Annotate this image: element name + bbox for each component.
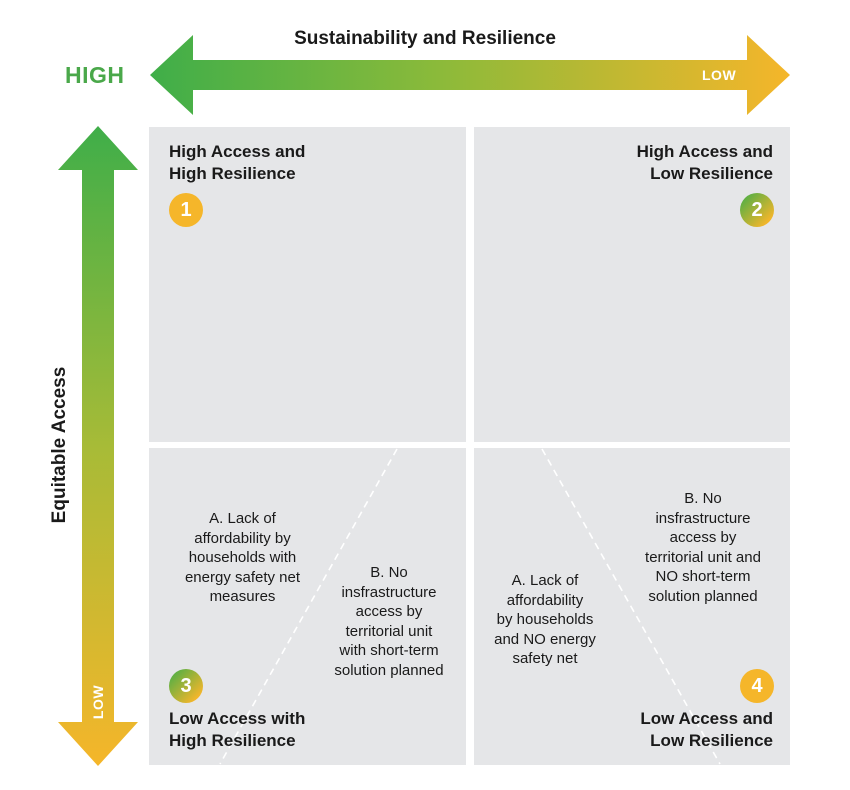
q4-sub-b-line: access by — [669, 529, 737, 546]
q3-sub-b-line: B. No — [370, 564, 408, 581]
q3-sub-b-line: insfrastructure — [341, 583, 437, 601]
quadrant-2-title-line2: Low Resilience — [650, 164, 773, 183]
q4-sub-a-line: by households — [496, 611, 594, 628]
low-label-horizontal: LOW — [702, 67, 737, 83]
quadrant-1-badge: 1 — [169, 193, 203, 227]
quadrant-4-title-line2: Low Resilience — [650, 731, 773, 750]
q3-sub-b-line: solution planned — [334, 661, 444, 679]
q3-sub-a-line: affordability by — [194, 529, 291, 547]
quadrant-2-badge: 2 — [740, 193, 774, 227]
quadrant-3-sub-a: A. Lack of affordability by households w… — [160, 509, 325, 607]
q3-sub-b-line: with short-term — [339, 642, 439, 659]
q4-sub-a-line: A. Lack of — [511, 572, 579, 589]
q3-sub-a-line: energy safety net — [184, 568, 301, 586]
q3-sub-b-line: access by — [355, 603, 423, 620]
q3-sub-a-line: households with — [188, 549, 297, 566]
quadrant-4-sub-a: A. Lack of affordability by households a… — [470, 571, 620, 669]
q3-dashed-divider — [219, 448, 398, 765]
high-label: HIGH — [65, 62, 125, 88]
quadrant-2-title-line1: High Access and — [636, 142, 773, 161]
quadrant-1 — [149, 127, 466, 442]
q4-sub-b-line: solution planned — [648, 587, 758, 605]
q3-sub-a-line: measures — [209, 588, 276, 605]
quadrant-3-badge: 3 — [169, 669, 203, 703]
quadrant-1-title-line1: High Access and — [169, 142, 306, 161]
q4-sub-b-line: territorial unit and — [645, 548, 761, 566]
quadrant-4-badge: 4 — [740, 669, 774, 703]
quadrant-4-sub-b: B. No insfrastructure access by territor… — [618, 489, 788, 606]
q4-sub-a-line: safety net — [512, 650, 578, 667]
quadrant-4-title: Low Access and Low Resilience — [573, 708, 773, 752]
q4-sub-b-line: B. No — [684, 490, 722, 507]
q4-sub-a-line: affordability — [506, 591, 584, 609]
quadrant-3 — [149, 448, 466, 765]
quadrant-3-title: Low Access with High Resilience — [169, 708, 369, 752]
quadrant-3-title-line2: High Resilience — [169, 731, 296, 750]
q3-sub-a-line: A. Lack of — [209, 510, 276, 527]
quadrant-2 — [474, 127, 790, 442]
quadrant-3-title-line1: Low Access with — [169, 709, 306, 728]
horizontal-axis-title: Sustainability and Resilience — [294, 28, 556, 49]
q4-sub-b-line: NO short-term — [655, 568, 751, 585]
q4-dashed-divider — [541, 448, 721, 765]
quadrant-3-sub-b: B. No insfrastructure access by territor… — [309, 563, 469, 680]
q4-sub-b-line: insfrastructure — [655, 509, 751, 527]
quadrant-1-title-line2: High Resilience — [169, 164, 296, 183]
quadrant-2-title: High Access and Low Resilience — [573, 141, 773, 185]
q4-sub-a-line: and NO energy — [494, 630, 596, 648]
q3-sub-b-line: territorial unit — [345, 622, 433, 640]
quadrant-4 — [474, 448, 790, 765]
horizontal-double-arrow — [150, 35, 790, 115]
quadrant-1-title: High Access and High Resilience — [169, 141, 369, 185]
vertical-double-arrow — [58, 126, 138, 766]
quadrant-4-title-line1: Low Access and — [640, 709, 773, 728]
